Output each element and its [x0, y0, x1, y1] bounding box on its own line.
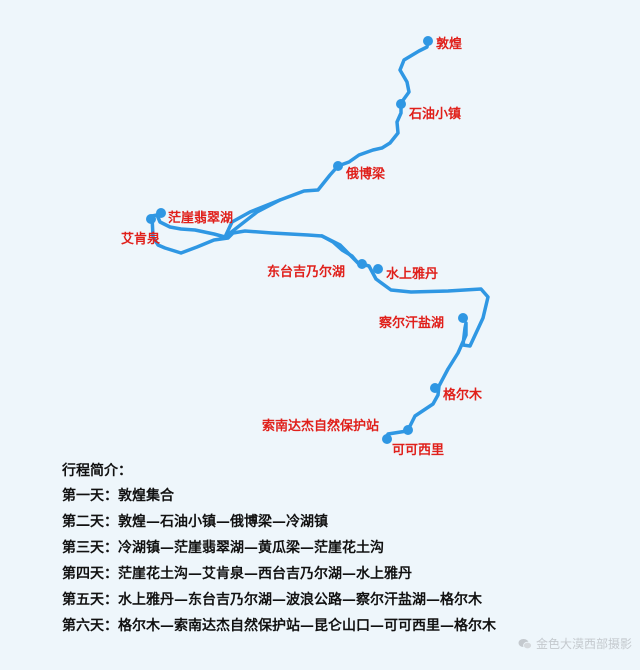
- itinerary-day-6: 第六天：格尔木—索南达杰自然保护站—昆仑山口—可可西里—格尔木: [62, 618, 496, 634]
- itinerary-day-2: 第二天：敦煌—石油小镇—俄博梁—冷湖镇: [62, 514, 328, 530]
- marker-shuishang: [373, 264, 383, 274]
- route-line: [150, 39, 490, 441]
- label-shiyou: 石油小镇: [408, 106, 461, 122]
- label-chaerhan: 察尔汗盐湖: [379, 315, 444, 331]
- itinerary-day-5: 第五天：水上雅丹—东台吉乃尔湖—波浪公路—察尔汗盐湖—格尔木: [62, 592, 482, 608]
- branch-line: [320, 234, 360, 265]
- marker-kekexili: [382, 434, 392, 444]
- label-aiqing: 艾肯泉: [121, 231, 161, 247]
- marker-chaerhan: [458, 313, 468, 323]
- label-kekexili: 可可西里: [392, 443, 444, 458]
- label-dunhuang: 敦煌: [436, 36, 462, 52]
- label-ebo: 俄博梁: [345, 166, 386, 182]
- label-mangya: 茫崖翡翠湖: [168, 210, 233, 226]
- label-shuishang: 水上雅丹: [386, 266, 438, 282]
- marker-aiqing: [146, 214, 156, 224]
- marker-shiyou: [396, 99, 406, 109]
- wechat-icon: [518, 638, 532, 649]
- marker-suonan: [403, 425, 413, 435]
- itinerary-title: 行程简介：: [62, 463, 132, 479]
- watermark-text: 金色大漠西部摄影: [535, 637, 632, 651]
- marker-ebo: [333, 161, 343, 171]
- label-suonan: 索南达杰自然保护站: [262, 418, 379, 434]
- itinerary-section: 行程简介： 第一天：敦煌集合 第二天：敦煌—石油小镇—俄博梁—冷湖镇 第三天：冷…: [62, 459, 622, 639]
- marker-dongtai: [357, 259, 367, 269]
- itinerary-day-1: 第一天：敦煌集合: [62, 488, 174, 504]
- itinerary-day-4: 第四天：茫崖花土沟—艾肯泉—西台吉乃尔湖—水上雅丹: [62, 566, 412, 582]
- label-geermu: 格尔木: [443, 387, 483, 403]
- marker-dunhuang: [423, 36, 433, 46]
- label-dongtai: 东台吉乃尔湖: [267, 264, 345, 280]
- marker-geermu: [430, 383, 440, 393]
- branch-line: [223, 198, 282, 239]
- itinerary-day-3: 第三天：冷湖镇—茫崖翡翠湖—黄瓜梁—茫崖花土沟: [62, 540, 384, 556]
- marker-mangya: [156, 208, 166, 218]
- watermark: 金色大漠西部摄影: [518, 635, 632, 652]
